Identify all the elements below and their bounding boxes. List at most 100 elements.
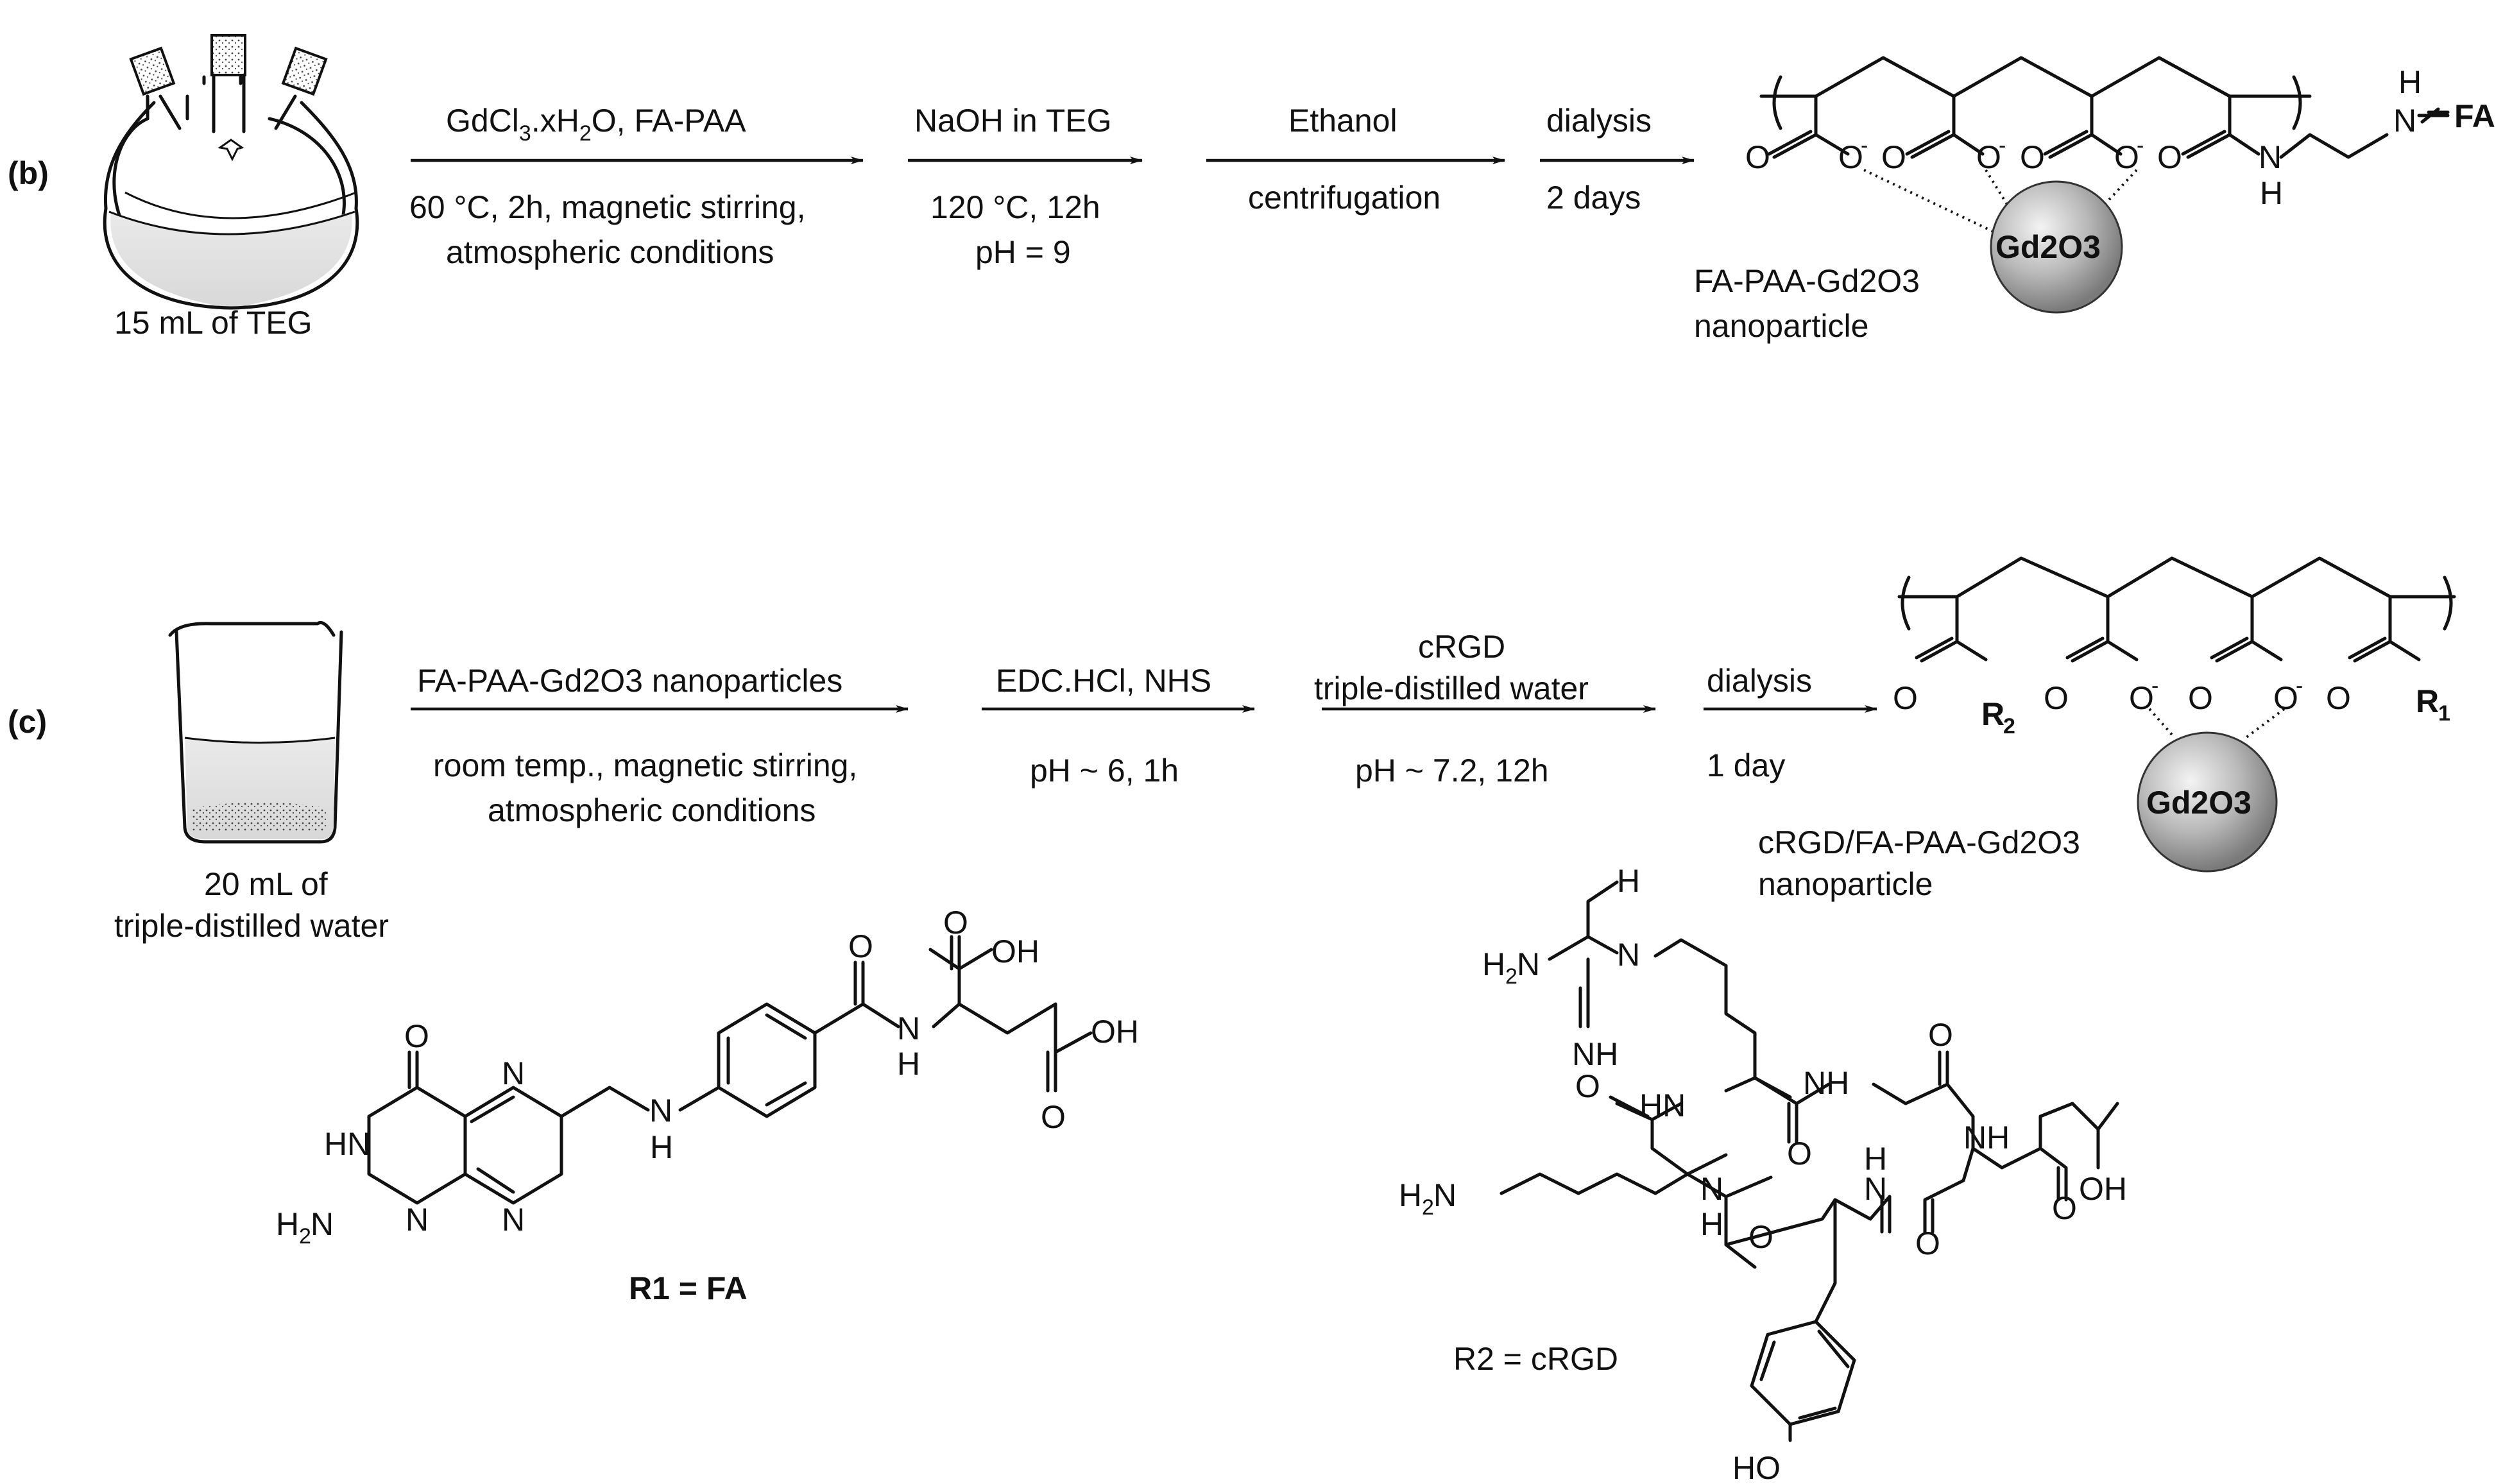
step1-reagent-c: FA-PAA-Gd2O3 nanoparticles bbox=[417, 663, 842, 699]
svg-text:N: N bbox=[649, 1093, 672, 1129]
svg-text:H: H bbox=[1700, 1206, 1723, 1242]
svg-text:N: N bbox=[1617, 937, 1640, 973]
svg-text:N: N bbox=[1517, 946, 1540, 982]
svg-text:N: N bbox=[1700, 1171, 1723, 1207]
scheme-c: (c) 20 mL of triple-distilled water FA-P… bbox=[8, 556, 2456, 944]
svg-text:O: O bbox=[1881, 139, 1906, 175]
svg-text:H: H bbox=[276, 1206, 299, 1242]
svg-text:O: O bbox=[1838, 139, 1863, 175]
beaker-icon bbox=[168, 621, 343, 844]
step3-conditions-b: centrifugation bbox=[1248, 180, 1440, 216]
crgd-caption: R2 = cRGD bbox=[1453, 1341, 1618, 1377]
panel-label-c: (c) bbox=[8, 704, 47, 740]
three-neck-flask-icon bbox=[103, 34, 359, 310]
svg-text:H: H bbox=[1399, 1177, 1422, 1213]
svg-text:NH: NH bbox=[1572, 1036, 1618, 1072]
flask-caption: 15 mL of TEG bbox=[114, 305, 312, 341]
step2-conditions-line2-b: pH = 9 bbox=[975, 234, 1071, 270]
svg-text:OH: OH bbox=[991, 934, 1039, 969]
svg-text:NH: NH bbox=[1963, 1120, 2010, 1156]
svg-text:Gd2O3: Gd2O3 bbox=[2146, 785, 2251, 821]
svg-text:O: O bbox=[943, 905, 968, 941]
scheme-b: (b) 15 mL of TEG GdCl3.xH2O, FA-PAA 60 °… bbox=[8, 34, 2495, 344]
svg-text:2: 2 bbox=[1422, 1195, 1434, 1220]
svg-text:N: N bbox=[502, 1055, 525, 1091]
svg-text:HN: HN bbox=[324, 1126, 370, 1162]
svg-text:O: O bbox=[2044, 680, 2069, 716]
step2-conditions-c: pH ~ 6, 1h bbox=[1030, 753, 1179, 789]
svg-text:O: O bbox=[1976, 139, 2001, 175]
svg-text:Gd2O3: Gd2O3 bbox=[1995, 229, 2101, 265]
fa-caption: R1 = FA bbox=[629, 1270, 748, 1306]
svg-text:H: H bbox=[897, 1046, 920, 1082]
step1-conditions-line1-c: room temp., magnetic stirring, bbox=[433, 747, 857, 783]
step4-reagent-c: dialysis bbox=[1707, 663, 1812, 699]
panel-label-b: (b) bbox=[8, 155, 49, 191]
svg-text:R: R bbox=[2416, 683, 2439, 719]
beaker-caption-line1: 20 mL of bbox=[204, 866, 328, 902]
svg-text:-: - bbox=[2137, 133, 2144, 158]
step1-conditions-line1-b: 60 °C, 2h, magnetic stirring, bbox=[409, 189, 805, 225]
svg-text:O: O bbox=[1893, 680, 1918, 716]
svg-text:N: N bbox=[897, 1011, 920, 1046]
svg-text:H: H bbox=[1482, 946, 1505, 982]
svg-text:N: N bbox=[406, 1202, 429, 1238]
svg-text:-: - bbox=[2151, 674, 2158, 698]
svg-text:O: O bbox=[1041, 1099, 1066, 1135]
step3-reagent-line2-c: triple-distilled water bbox=[1314, 670, 1589, 706]
svg-text:O: O bbox=[1745, 139, 1770, 175]
svg-text:HN: HN bbox=[1639, 1087, 1686, 1123]
svg-text:O: O bbox=[1748, 1219, 1773, 1255]
crgd-fa-paa-gd2o3-structure: O R 2 O O - O O - O R 1 Gd2O3 bbox=[1893, 556, 2456, 873]
product-name-line1-c: cRGD/FA-PAA-Gd2O3 bbox=[1758, 824, 2080, 860]
svg-text:OH: OH bbox=[1091, 1014, 1139, 1050]
step1-reagents-b: GdCl3.xH2O, FA-PAA bbox=[446, 103, 746, 146]
svg-text:O: O bbox=[2188, 680, 2213, 716]
step4-conditions-b: 2 days bbox=[1546, 180, 1641, 216]
step4-reagent-b: dialysis bbox=[1546, 103, 1652, 139]
svg-text:O: O bbox=[848, 928, 873, 964]
svg-text:2: 2 bbox=[1505, 964, 1517, 989]
gd2o3-nanoparticle-b bbox=[1990, 180, 2123, 314]
fa-paa-gd2o3-structure: O O - O O - O O - O N H N H FA Gd2O3 bbox=[1745, 56, 2495, 314]
svg-text:N: N bbox=[1433, 1177, 1457, 1213]
step3-reagent-b: Ethanol bbox=[1288, 103, 1397, 139]
step3-reagent-line1-c: cRGD bbox=[1418, 629, 1505, 665]
svg-text:N: N bbox=[1864, 1171, 1887, 1207]
svg-text:2: 2 bbox=[2003, 714, 2015, 738]
svg-text:O: O bbox=[1915, 1225, 1940, 1261]
svg-text:H: H bbox=[2260, 175, 2283, 211]
svg-text:O: O bbox=[1787, 1136, 1812, 1172]
product-name-line2-b: nanoparticle bbox=[1694, 308, 1868, 344]
svg-text:N: N bbox=[2259, 139, 2282, 175]
svg-text:OH: OH bbox=[2079, 1171, 2127, 1207]
step2-reagent-c: EDC.HCl, NHS bbox=[996, 663, 1211, 699]
product-name-line1-b: FA-PAA-Gd2O3 bbox=[1694, 263, 1920, 299]
svg-text:-: - bbox=[2296, 674, 2303, 698]
svg-text:N: N bbox=[2393, 103, 2416, 139]
svg-text:O: O bbox=[1575, 1068, 1600, 1104]
fa-group-label: FA bbox=[2454, 98, 2495, 134]
svg-text:N: N bbox=[311, 1206, 334, 1242]
svg-text:O: O bbox=[2273, 680, 2298, 716]
svg-text:H: H bbox=[1617, 863, 1640, 899]
step3-conditions-c: pH ~ 7.2, 12h bbox=[1355, 753, 1549, 789]
svg-text:2: 2 bbox=[299, 1224, 311, 1249]
svg-text:H: H bbox=[2398, 64, 2422, 100]
svg-text:O: O bbox=[2326, 680, 2351, 716]
svg-text:O: O bbox=[404, 1018, 429, 1054]
step1-conditions-line2-b: atmospheric conditions bbox=[446, 234, 774, 270]
step2-conditions-line1-b: 120 °C, 12h bbox=[930, 189, 1100, 225]
svg-text:NH: NH bbox=[1803, 1065, 1849, 1101]
step2-reagent-b: NaOH in TEG bbox=[914, 103, 1112, 139]
step4-conditions-c: 1 day bbox=[1707, 747, 1785, 783]
svg-text:O: O bbox=[2020, 139, 2045, 175]
svg-text:O: O bbox=[1928, 1017, 1953, 1053]
beaker-caption-line2: triple-distilled water bbox=[114, 908, 389, 944]
svg-text:O: O bbox=[2157, 139, 2182, 175]
svg-text:1: 1 bbox=[2438, 701, 2450, 726]
svg-text:-: - bbox=[1999, 133, 2006, 158]
svg-text:H: H bbox=[1864, 1141, 1887, 1177]
